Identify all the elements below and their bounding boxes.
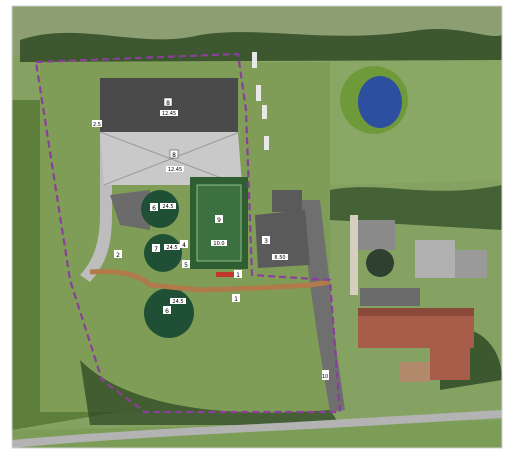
- pond-water: [358, 76, 402, 128]
- label-small-4: 1: [234, 270, 242, 279]
- label-tank-1-text: 6: [152, 205, 156, 212]
- label-small-2-text: 4: [182, 242, 186, 249]
- label-hall-north-text: 8: [166, 100, 170, 107]
- label-road: 10: [322, 370, 329, 380]
- label-lagoon: 9 10.0: [211, 215, 227, 247]
- label-gate-building-sub: 8.50: [274, 255, 285, 261]
- marker-4: [264, 136, 269, 150]
- site-boundary: [34, 52, 342, 414]
- label-side-text: 2.5: [93, 122, 101, 128]
- label-tank-2-sub: 24.5: [166, 245, 177, 251]
- label-tank-1: 6 24.5: [150, 203, 176, 212]
- label-road-text: 10: [322, 374, 328, 380]
- farm-building-4: [360, 288, 420, 306]
- label-tank-3: 6 24.5: [163, 298, 186, 315]
- label-tank-2: 7 24.5: [152, 244, 180, 253]
- farm-building-2: [415, 240, 455, 278]
- tank-pad: [110, 190, 150, 230]
- pipe-path: [89, 269, 331, 293]
- label-tank-1-sub: 24.5: [162, 204, 173, 210]
- access-road: [12, 410, 502, 448]
- farm-silo: [366, 249, 394, 277]
- label-side: 2.5: [92, 120, 102, 128]
- label-tank-2-text: 7: [154, 246, 158, 253]
- tree-line-south: [80, 360, 340, 425]
- label-small-3: 5: [182, 260, 190, 269]
- pipe-equipment: [216, 272, 234, 277]
- hall-ridge-line-2: [103, 131, 241, 186]
- label-gate-building-text: 3: [264, 238, 268, 245]
- field-south: [12, 420, 502, 448]
- label-tank-3-sub: 24.5: [172, 299, 183, 305]
- tank-2: [144, 234, 182, 272]
- label-hall-north: 8 12.45: [160, 97, 178, 117]
- label-hall-north-sub: 12.45: [162, 111, 176, 117]
- label-small-5: 1: [232, 294, 240, 303]
- gate-building-annex: [272, 190, 302, 212]
- label-small-2: 4: [180, 240, 188, 249]
- label-small-4-text: 1: [236, 272, 240, 279]
- label-gate-building: 3 8.50: [262, 236, 288, 261]
- label-small-1: 2: [114, 250, 122, 259]
- farm-yard: [350, 215, 358, 295]
- tree-line-east: [330, 185, 502, 230]
- farm-road: [300, 200, 345, 412]
- label-lagoon-sub: 10.0: [213, 241, 224, 247]
- gate-building: [255, 210, 310, 268]
- marker-2: [256, 85, 261, 101]
- label-small-5-text: 1: [234, 296, 238, 303]
- farm-building-6: [400, 362, 430, 382]
- label-hall-south: 8 12.45: [166, 149, 184, 173]
- label-tank-3-text: 6: [165, 308, 169, 315]
- label-small-3-text: 5: [184, 262, 188, 269]
- tree-line-north: [20, 28, 502, 62]
- map-frame: [11, 5, 503, 449]
- farm-barn-roof: [358, 308, 474, 316]
- label-hall-south-text: 8: [172, 152, 176, 159]
- label-hall-south-sub: 12.45: [168, 167, 182, 173]
- label-small-1-text: 2: [116, 252, 120, 259]
- farm-building-5: [430, 340, 470, 380]
- farm-building-3: [455, 250, 487, 278]
- marker-3: [262, 105, 267, 119]
- label-lagoon-text: 9: [217, 217, 221, 224]
- marker-1: [252, 52, 257, 68]
- hall-ridge-line: [99, 131, 241, 186]
